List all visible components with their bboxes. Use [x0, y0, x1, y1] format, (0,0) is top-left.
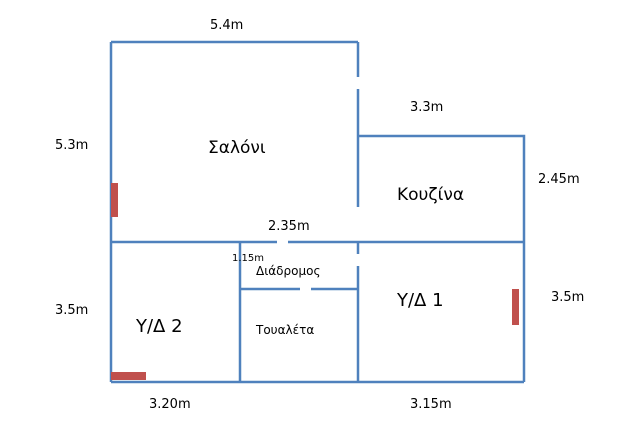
dim-bedroom2-height: 3.5m: [55, 303, 88, 318]
dim-corridor-width: 1.15m: [232, 253, 264, 264]
walls: [109, 40, 526, 384]
room-label-bedroom2: Υ/Δ 2: [135, 316, 183, 337]
dim-living-height: 5.3m: [55, 138, 88, 153]
room-label-kitchen: Κουζίνα: [397, 185, 464, 205]
radiator-bedroom1: [512, 289, 519, 325]
dim-bedroom2-width: 3.20m: [149, 397, 191, 412]
radiator-living: [111, 183, 118, 217]
radiator-bedroom2: [111, 372, 146, 380]
room-label-living: Σαλόνι: [208, 138, 266, 158]
room-label-corridor: Διάδρομος: [256, 264, 321, 278]
dim-kitchen-height: 2.45m: [538, 172, 580, 187]
dim-kitchen-top: 3.3m: [410, 100, 443, 115]
dim-corridor-length: 2.35m: [268, 219, 310, 234]
room-label-toilet: Τουαλέτα: [255, 323, 314, 337]
dim-bedroom1-height: 3.5m: [551, 290, 584, 305]
kitchen-wall-top: [358, 134, 526, 382]
dim-living-width: 5.4m: [210, 18, 243, 33]
room-label-bedroom1: Υ/Δ 1: [396, 290, 444, 311]
dim-bedroom1-width: 3.15m: [410, 397, 452, 412]
